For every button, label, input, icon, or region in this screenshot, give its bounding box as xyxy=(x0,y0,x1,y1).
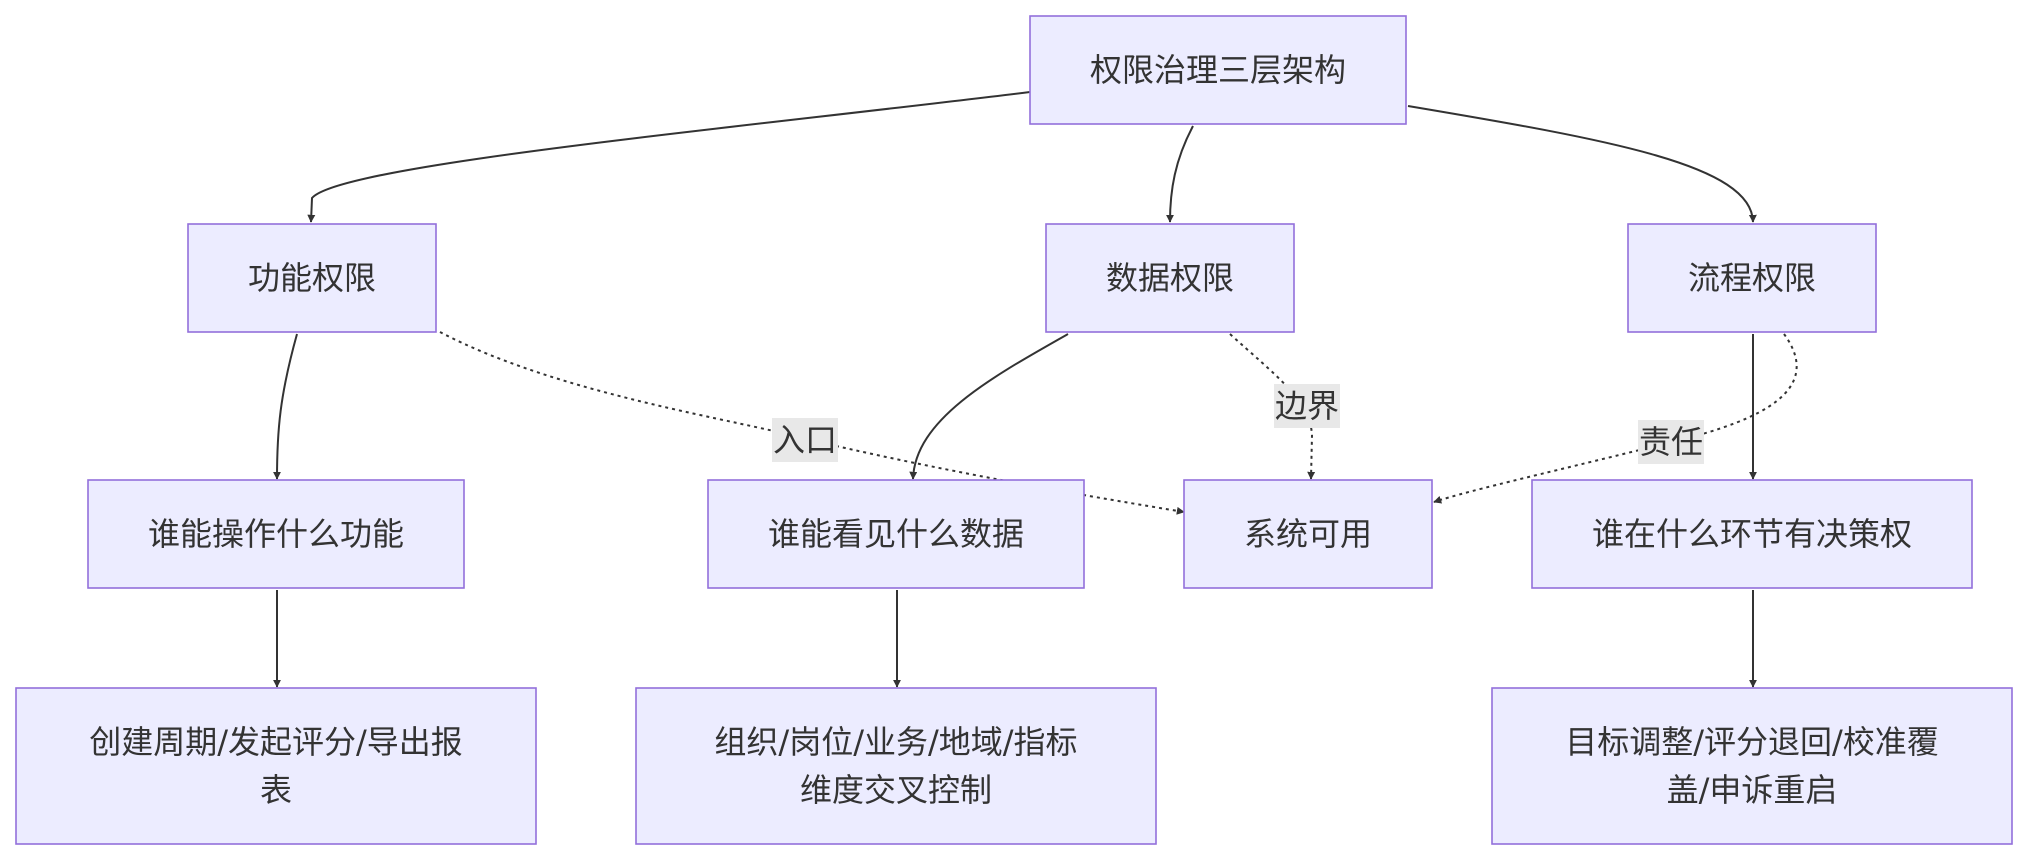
svg-text:权限治理三层架构: 权限治理三层架构 xyxy=(1090,51,1346,89)
svg-text:数据权限: 数据权限 xyxy=(1106,259,1234,297)
node-func-who[interactable]: 谁能操作什么功能 xyxy=(87,479,465,589)
edge-label-boundary: 边界 xyxy=(1274,384,1340,428)
edge-data-to-system xyxy=(1229,333,1316,480)
node-system-available[interactable]: 系统可用 xyxy=(1183,479,1433,589)
node-flow-who[interactable]: 谁在什么环节有决策权 xyxy=(1531,479,1973,589)
edges xyxy=(273,91,1798,688)
svg-text:功能权限: 功能权限 xyxy=(248,259,376,297)
edge-root-to-data xyxy=(1166,125,1194,223)
svg-text:流程权限: 流程权限 xyxy=(1688,259,1816,297)
svg-text:创建周期/发起评分/导出报: 创建周期/发起评分/导出报 xyxy=(89,723,463,761)
svg-text:谁在什么环节有决策权: 谁在什么环节有决策权 xyxy=(1592,515,1912,553)
node-data-who[interactable]: 谁能看见什么数据 xyxy=(707,479,1085,589)
node-func-detail[interactable]: 创建周期/发起评分/导出报 表 xyxy=(15,687,537,845)
node-flow-detail[interactable]: 目标调整/评分退回/校准覆 盖/申诉重启 xyxy=(1491,687,2013,845)
svg-text:入口: 入口 xyxy=(773,421,837,459)
svg-text:责任: 责任 xyxy=(1639,423,1703,461)
node-data-detail[interactable]: 组织/岗位/业务/地域/指标 维度交叉控制 xyxy=(635,687,1157,845)
edge-root-to-func xyxy=(307,91,1031,223)
svg-text:盖/申诉重启: 盖/申诉重启 xyxy=(1667,771,1838,809)
svg-text:组织/岗位/业务/地域/指标: 组织/岗位/业务/地域/指标 xyxy=(714,723,1077,761)
node-root[interactable]: 权限治理三层架构 xyxy=(1029,15,1407,125)
node-flow-permission[interactable]: 流程权限 xyxy=(1627,223,1877,333)
edge-root-to-flow xyxy=(1407,105,1757,223)
node-data-permission[interactable]: 数据权限 xyxy=(1045,223,1295,333)
svg-text:目标调整/评分退回/校准覆: 目标调整/评分退回/校准覆 xyxy=(1565,723,1939,761)
edge-label-responsibility: 责任 xyxy=(1638,420,1704,464)
svg-text:维度交叉控制: 维度交叉控制 xyxy=(800,771,992,809)
svg-text:边界: 边界 xyxy=(1275,387,1339,425)
svg-text:谁能看见什么数据: 谁能看见什么数据 xyxy=(768,515,1024,553)
edge-label-entry: 入口 xyxy=(772,418,838,462)
edge-func-to-func-who xyxy=(273,333,298,480)
edge-data-to-data-who xyxy=(909,333,1069,480)
svg-text:谁能操作什么功能: 谁能操作什么功能 xyxy=(148,515,404,553)
edge-flow-to-system xyxy=(1433,333,1798,504)
svg-text:表: 表 xyxy=(260,771,292,809)
node-func-permission[interactable]: 功能权限 xyxy=(187,223,437,333)
svg-text:系统可用: 系统可用 xyxy=(1244,515,1372,553)
